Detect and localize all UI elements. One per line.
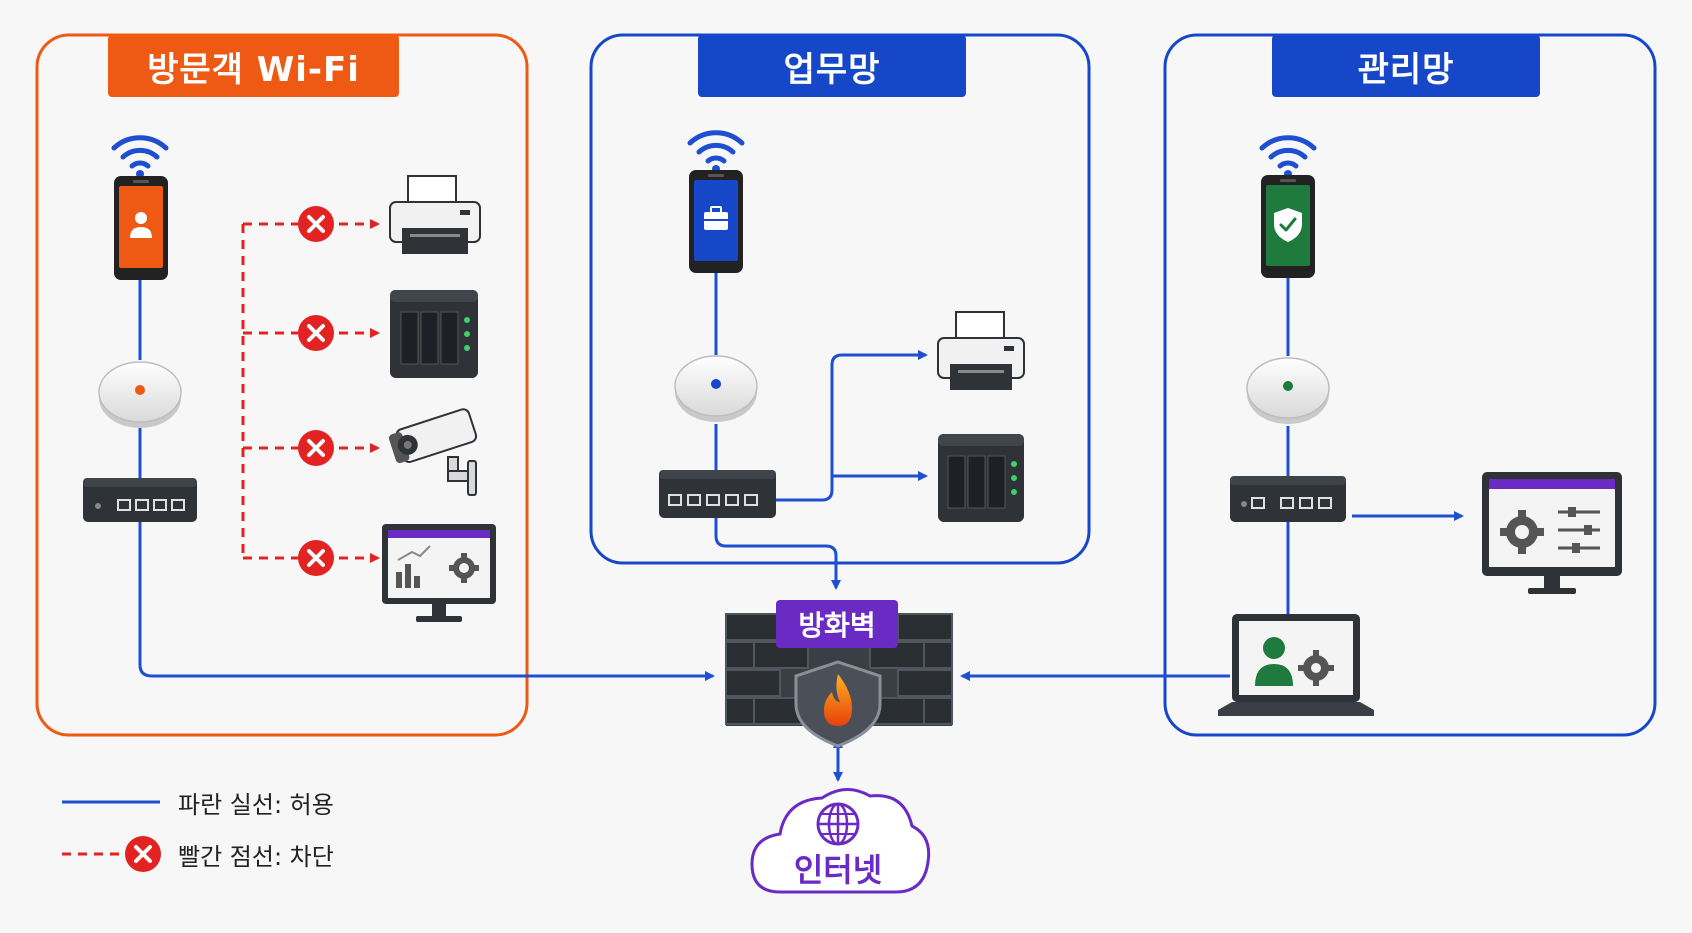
- gear-icon: [1500, 510, 1544, 554]
- work-switch-to-printer-line: [776, 350, 928, 502]
- guest-switch-to-firewall-line: [138, 522, 715, 681]
- printer-icon: [937, 311, 1025, 390]
- user-icon: [130, 212, 152, 238]
- management-zone-title: 관리망: [1272, 35, 1540, 97]
- wifi-icon: [1259, 135, 1317, 178]
- internet-label: 인터넷: [793, 851, 883, 889]
- nas-icon: [390, 290, 478, 378]
- briefcase-icon: [704, 206, 728, 230]
- work-network-switch: [659, 470, 776, 518]
- work-switch-to-firewall-line: [714, 518, 841, 590]
- guest-access-point: [98, 361, 182, 428]
- management-network-switch: [1230, 476, 1346, 522]
- blocked-x-icon: [298, 206, 334, 242]
- user-icon: [1255, 637, 1293, 686]
- management-phone: [1261, 175, 1315, 278]
- blocked-x-icon: [125, 836, 161, 872]
- guest-network-switch: [83, 478, 197, 522]
- guest-zone-title: 방문객 Wi-Fi: [108, 35, 399, 97]
- legend-block-text: 빨간 점선: 차단: [178, 842, 334, 871]
- flame-icon: [824, 674, 852, 726]
- legend-allow-text: 파란 실선: 허용: [178, 790, 334, 819]
- cctv-camera-icon: [388, 408, 478, 496]
- wifi-icon: [687, 130, 745, 173]
- blocked-x-icon: [298, 315, 334, 351]
- work-zone-title: 업무망: [698, 35, 966, 97]
- monitor-icon: [382, 524, 496, 622]
- work-access-point: [674, 355, 758, 422]
- nas-icon: [938, 434, 1024, 522]
- blocked-x-icon: [298, 540, 334, 576]
- work-phone: [689, 170, 743, 273]
- monitor-icon: [1482, 472, 1622, 594]
- globe-icon: [816, 802, 860, 846]
- internet-cloud: [750, 788, 931, 894]
- printer-icon: [389, 175, 481, 254]
- sliders-icon: [1558, 507, 1600, 553]
- blocked-x-icon: [298, 430, 334, 466]
- firewall-label: 방화벽: [776, 600, 898, 648]
- gear-icon: [1298, 650, 1334, 686]
- shield-check-icon: [1274, 208, 1302, 242]
- guest-phone: [114, 176, 168, 280]
- wifi-icon: [111, 135, 169, 178]
- management-access-point: [1246, 357, 1330, 424]
- laptop-icon: [1218, 614, 1374, 716]
